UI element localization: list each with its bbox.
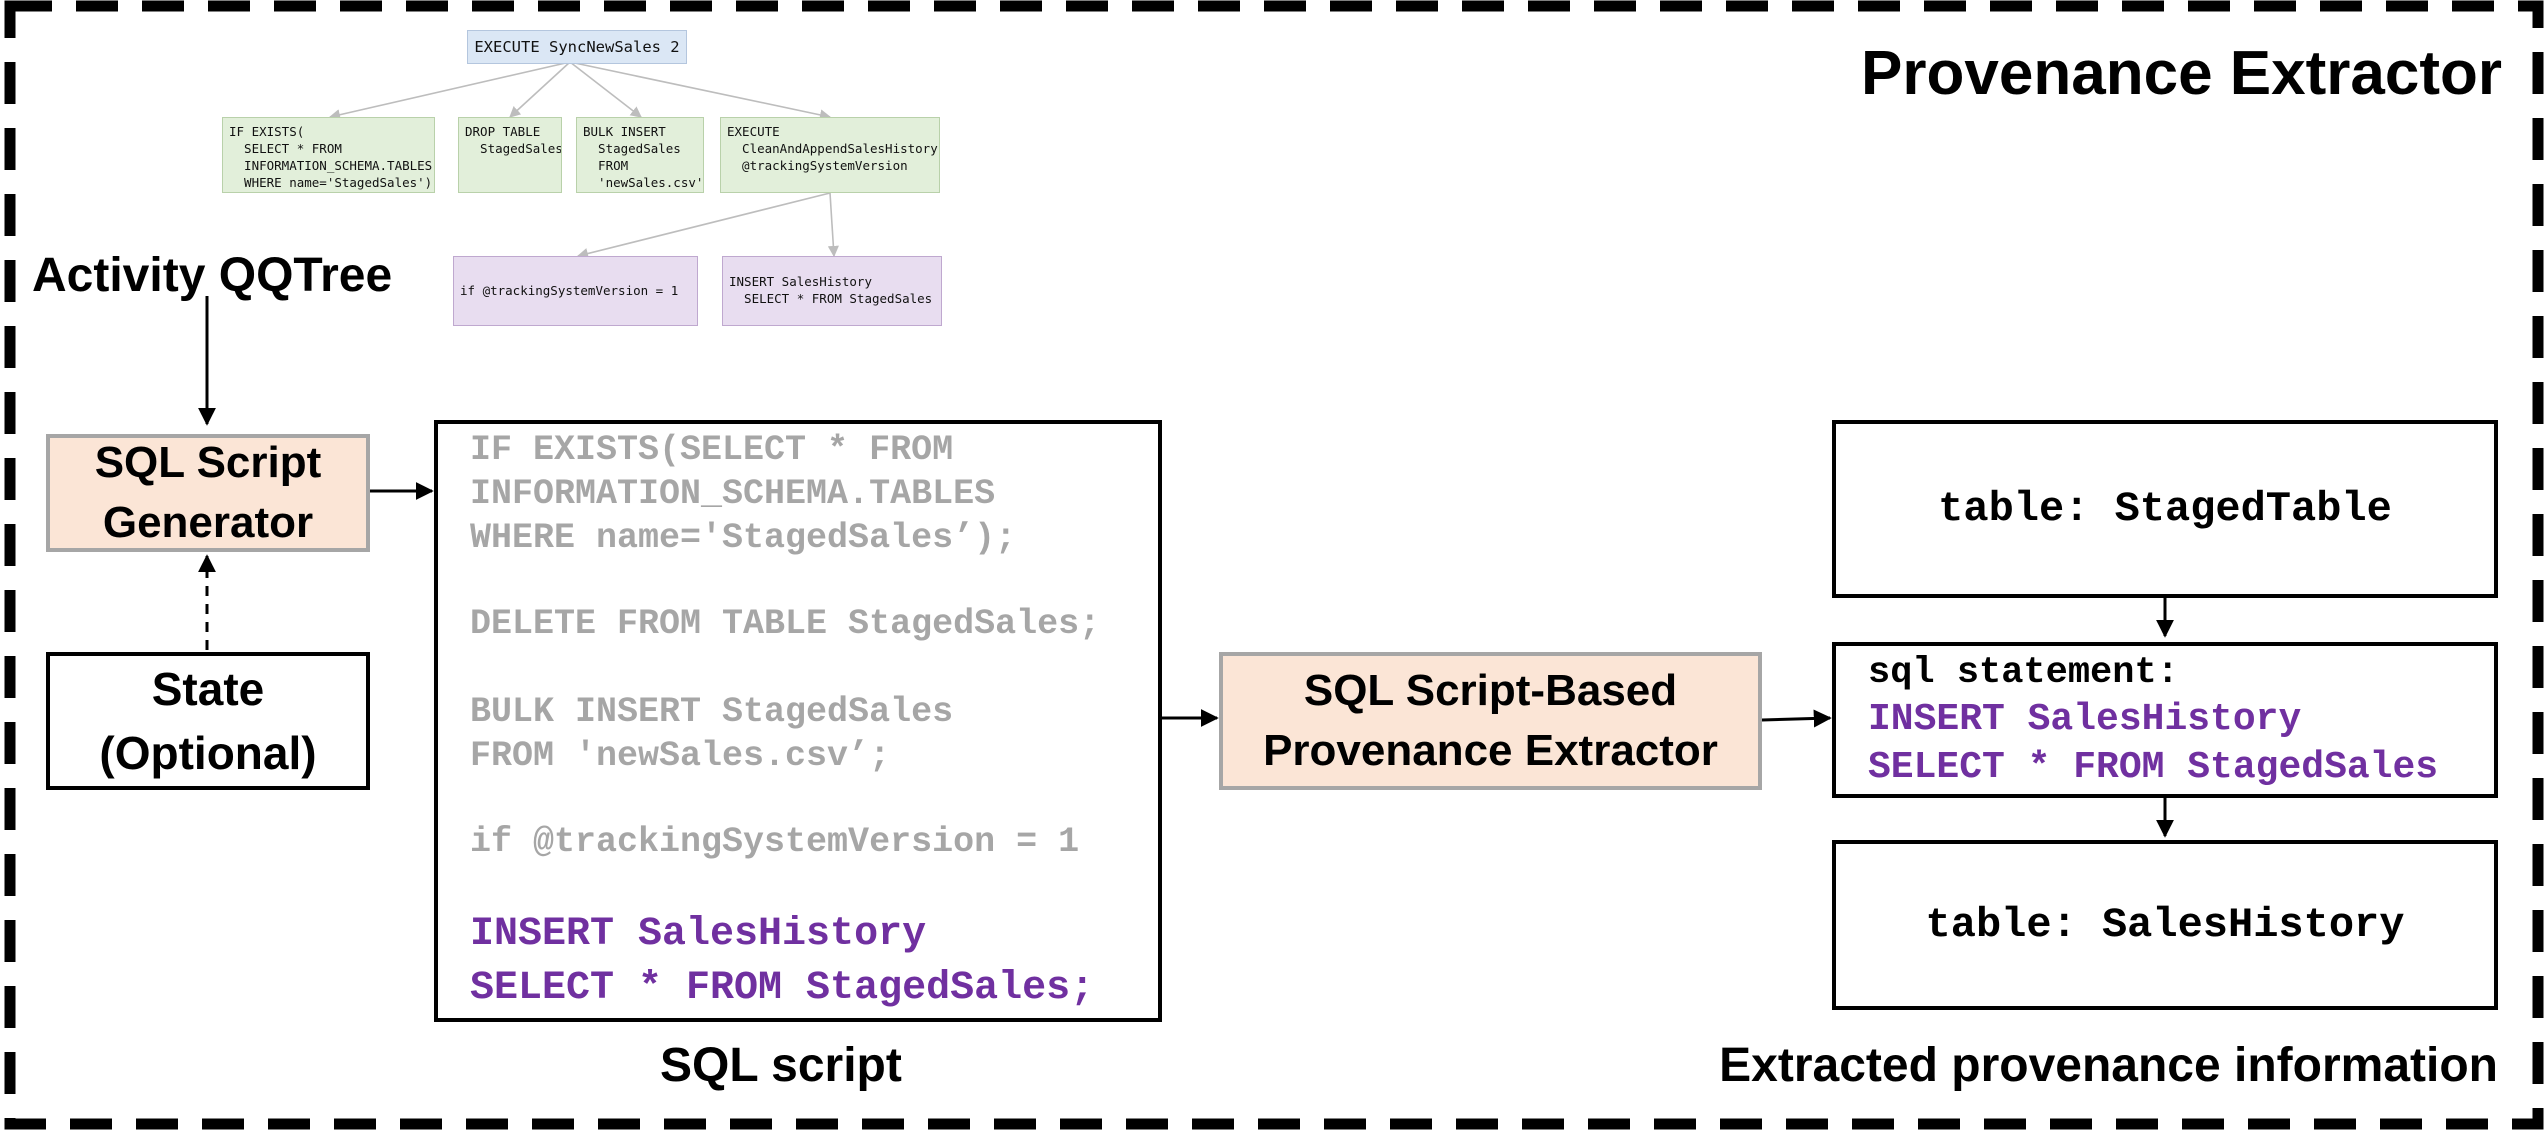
tree-node-drop-table: DROP TABLE StagedSales [458,117,562,193]
statement-label: sql statement: [1868,652,2179,694]
sql-script-box: IF EXISTS(SELECT * FROM INFORMATION_SCHE… [434,420,1162,1022]
state-block: State (Optional) [46,652,370,790]
tree-edges [328,61,839,259]
sql-line: IF EXISTS(SELECT * FROM [470,430,954,470]
tree-node-execute-clean: EXECUTE CleanAndAppendSalesHistory @trac… [720,117,940,193]
source-table-box: table: StagedTable [1832,420,2498,598]
source-table-label: table: StagedTable [1938,485,2392,533]
provenance-extractor-block: SQL Script-Based Provenance Extractor [1219,652,1762,790]
sql-line: BULK INSERT StagedSales [470,692,954,732]
sql-script-caption: SQL script [660,1039,902,1092]
flow-arrows [198,296,2174,838]
sql-script-generator-block: SQL Script Generator [46,434,370,552]
sql-line: FROM 'newSales.csv’; [470,736,891,776]
target-table-box: table: SalesHistory [1832,840,2498,1010]
tree-node-if-tracking: if @trackingSystemVersion = 1 [453,256,698,326]
state-label-line1: State [151,662,265,715]
sql-line: INFORMATION_SCHEMA.TABLES [470,474,996,514]
tree-node-if-exists: IF EXISTS( SELECT * FROM INFORMATION_SCH… [222,117,435,193]
extracted-provenance-caption: Extracted provenance information [1719,1039,2498,1092]
extractor-label-line1: SQL Script-Based [1303,666,1678,716]
statement-line: SELECT * FROM StagedSales [1868,746,2439,789]
sql-line: DELETE FROM TABLE StagedSales; [470,604,1101,644]
extractor-boundary [4,0,2544,1130]
sql-highlight-line: SELECT * FROM StagedSales; [470,966,1095,1011]
sql-highlight-line: INSERT SalesHistory [470,912,927,957]
tree-root-node: EXECUTE SyncNewSales 2 [467,30,687,64]
state-label-line2: (Optional) [99,727,317,779]
sql-statement-box: sql statement: INSERT SalesHistory SELEC… [1832,642,2498,798]
sql-line: if @trackingSystemVersion = 1 [470,822,1080,862]
statement-line: INSERT SalesHistory [1868,698,2302,741]
page-title: Provenance Extractor [1861,39,2502,108]
tree-node-bulk-insert: BULK INSERT StagedSales FROM 'newSales.c… [576,117,704,193]
extractor-label-line2: Provenance Extractor [1263,726,1718,775]
tree-node-insert-saleshistory: INSERT SalesHistory SELECT * FROM Staged… [722,256,942,326]
generator-label-line1: SQL Script [94,438,322,488]
sql-line: WHERE name='StagedSales’); [470,518,1017,558]
generator-label-line2: Generator [102,498,314,547]
target-table-label: table: SalesHistory [1925,901,2405,949]
activity-qqtree-label: Activity QQTree [32,249,393,302]
